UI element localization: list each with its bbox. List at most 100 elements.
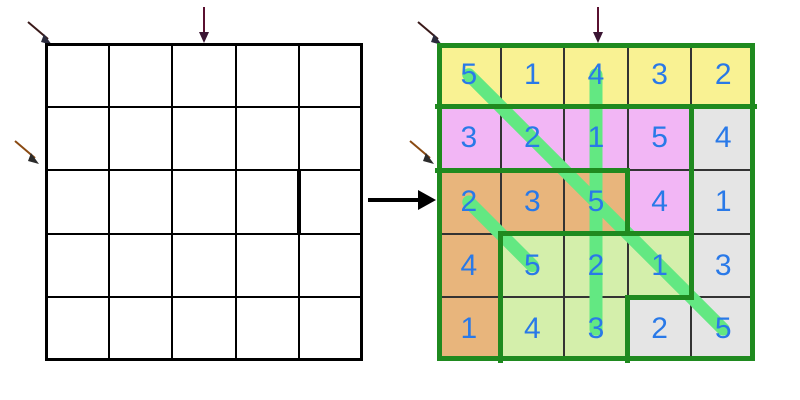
solved-cell-r4c4[interactable]: 1 (627, 233, 692, 298)
solved-cell-value: 3 (587, 312, 605, 346)
empty-grid (45, 43, 363, 361)
solved-cell-r2c1[interactable]: 3 (437, 106, 501, 171)
region-border-v-r4c4 (688, 231, 694, 300)
empty-cell-r3c2[interactable] (108, 170, 173, 234)
solved-cell-value: 5 (651, 121, 668, 155)
solved-cell-value: 3 (714, 248, 732, 282)
region-border-v-r5c1 (498, 294, 504, 364)
region-border-h-r3c4 (625, 231, 694, 237)
solved-cell-value: 3 (524, 184, 541, 218)
region-border-v-r4c1 (498, 231, 504, 300)
solved-cell-r5c5[interactable]: 5 (691, 297, 755, 361)
empty-cell-r3c3[interactable] (172, 170, 236, 234)
solved-cell-value: 2 (460, 184, 478, 218)
region-border-v-r5c3 (625, 294, 631, 364)
empty-cell-r4c5[interactable] (299, 233, 363, 298)
empty-cell-r1c3[interactable] (172, 43, 236, 107)
solved-cell-r3c2[interactable]: 3 (500, 170, 565, 234)
solved-cell-value: 1 (651, 248, 668, 282)
empty-cell-r5c3[interactable] (172, 297, 236, 361)
solved-cell-value: 4 (587, 57, 605, 91)
region-border-h-r1c4 (625, 104, 694, 110)
solved-cell-value: 1 (714, 184, 732, 218)
region-border-h-r2c2 (498, 167, 567, 173)
solved-cell-r3c3[interactable]: 5 (564, 170, 628, 234)
solved-cell-value: 4 (460, 248, 478, 282)
arrow-top-column3-down-right (593, 7, 603, 43)
solved-cell-r5c3[interactable]: 3 (564, 297, 628, 361)
solved-cell-r2c4[interactable]: 5 (627, 106, 692, 171)
region-border-h-r1c3 (561, 104, 631, 110)
empty-cell-r5c2[interactable] (108, 297, 173, 361)
empty-cell-r2c3[interactable] (172, 106, 236, 171)
empty-cell-r3c5[interactable] (299, 170, 363, 234)
region-border-h-r3c3 (561, 231, 631, 237)
region-border-v-r3c3 (625, 167, 631, 237)
solved-cell-r2c3[interactable]: 1 (564, 106, 628, 171)
solved-cell-value: 5 (714, 312, 732, 346)
solved-cell-value: 4 (524, 312, 541, 346)
solved-cell-r5c1[interactable]: 1 (437, 297, 501, 361)
solved-cell-r3c4[interactable]: 4 (627, 170, 692, 234)
empty-cell-r1c2[interactable] (108, 43, 173, 107)
solved-cell-value: 4 (714, 121, 732, 155)
empty-cell-r4c4[interactable] (235, 233, 300, 298)
empty-cell-r2c4[interactable] (235, 106, 300, 171)
solved-cell-r4c5[interactable]: 3 (691, 233, 755, 298)
solved-cell-r1c5[interactable]: 2 (691, 43, 755, 107)
empty-cell-r1c4[interactable] (235, 43, 300, 107)
solved-cell-r1c4[interactable]: 3 (627, 43, 692, 107)
empty-cell-r4c1[interactable] (45, 233, 109, 298)
solved-cell-r4c1[interactable]: 4 (437, 233, 501, 298)
solved-cell-value: 2 (587, 248, 605, 282)
empty-cell-r2c5[interactable] (299, 106, 363, 171)
empty-cell-r2c2[interactable] (108, 106, 173, 171)
empty-cell-r2c1[interactable] (45, 106, 109, 171)
solved-cell-r5c2[interactable]: 4 (500, 297, 565, 361)
region-border-h-r2c1 (434, 167, 504, 173)
solved-cell-r1c2[interactable]: 1 (500, 43, 565, 107)
empty-cell-r5c5[interactable] (299, 297, 363, 361)
solved-cell-value: 3 (651, 57, 668, 91)
solved-cell-value: 1 (460, 312, 478, 346)
region-border-v-r2c4 (688, 104, 694, 173)
solved-cell-value: 3 (460, 121, 478, 155)
thick-wall-segment (297, 171, 301, 235)
region-border-v-r3c4 (688, 167, 694, 237)
empty-cell-r5c4[interactable] (235, 297, 300, 361)
solved-cell-r5c4[interactable]: 2 (627, 297, 692, 361)
empty-cell-r1c5[interactable] (299, 43, 363, 107)
region-border-h-r1c2 (498, 104, 567, 110)
solved-cell-value: 2 (524, 121, 541, 155)
region-border-h-r1c1 (434, 104, 504, 110)
solved-cell-value: 5 (587, 184, 605, 218)
empty-cell-r3c4[interactable] (235, 170, 300, 234)
solved-cell-value: 2 (714, 57, 732, 91)
transform-arrow (368, 190, 436, 210)
empty-cell-r4c2[interactable] (108, 233, 173, 298)
solved-cell-r4c2[interactable]: 5 (500, 233, 565, 298)
region-border-h-r2c3 (561, 167, 631, 173)
empty-cell-r5c1[interactable] (45, 297, 109, 361)
solved-cell-r3c5[interactable]: 1 (691, 170, 755, 234)
solved-cell-r1c1[interactable]: 5 (437, 43, 501, 107)
solved-cell-r2c2[interactable]: 2 (500, 106, 565, 171)
empty-cell-r3c1[interactable] (45, 170, 109, 234)
solved-cell-r1c3[interactable]: 4 (564, 43, 628, 107)
arrow-left-row3-diagonal (14, 140, 39, 164)
empty-cell-r4c3[interactable] (172, 233, 236, 298)
arrow-top-column3-down (199, 7, 209, 43)
solved-cell-r3c1[interactable]: 2 (437, 170, 501, 234)
solved-cell-value: 5 (460, 57, 478, 91)
solved-cell-value: 5 (524, 248, 541, 282)
solved-cell-r2c5[interactable]: 4 (691, 106, 755, 171)
region-border-h-r1c5 (688, 104, 758, 110)
solved-cell-value: 2 (651, 312, 668, 346)
solved-cell-value: 1 (587, 121, 605, 155)
empty-cell-r1c1[interactable] (45, 43, 109, 107)
solved-cell-value: 1 (524, 57, 541, 91)
region-border-h-r4c4 (625, 294, 694, 300)
solved-cell-r4c3[interactable]: 2 (564, 233, 628, 298)
